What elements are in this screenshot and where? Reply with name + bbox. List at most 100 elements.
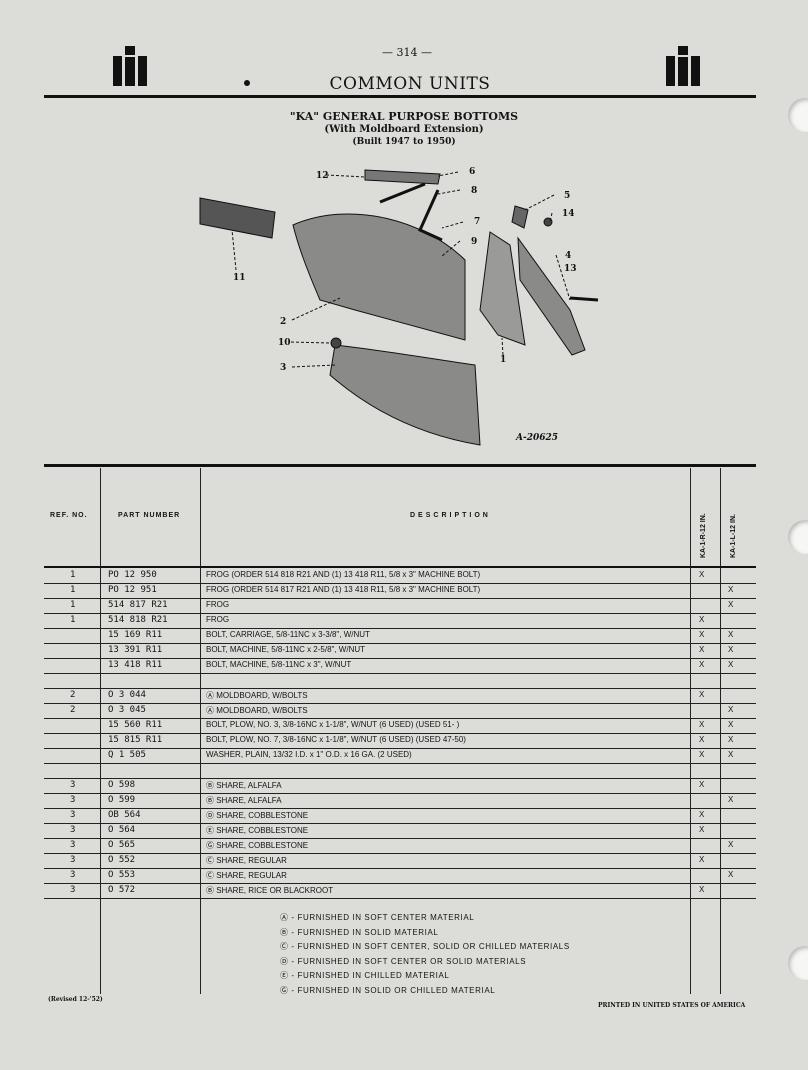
printed-note: PRINTED IN UNITED STATES OF AMERICA	[598, 1002, 746, 1009]
cell-b: X	[728, 660, 734, 669]
cell-part: O 572	[108, 885, 136, 895]
cell-desc: Ⓓ SHARE, COBBLESTONE	[206, 811, 309, 820]
callout-label: 8	[471, 186, 477, 196]
cell-b: X	[728, 720, 734, 729]
ih-logo-right	[666, 46, 700, 86]
legend-item: Ⓑ - FURNISHED IN SOLID MATERIAL	[280, 927, 439, 937]
cell-a: X	[699, 885, 705, 894]
callout-label: 4	[565, 251, 571, 261]
punch-hole	[788, 520, 808, 554]
section-subtitle: (With Moldboard Extension)	[324, 124, 484, 135]
table-row: 1 PO 12 950 FROG (ORDER 514 818 R21 AND (1…	[44, 568, 756, 584]
cell-ref: 1	[70, 570, 76, 580]
col-header-description: DESCRIPTION	[410, 512, 491, 519]
cell-part: O 598	[108, 780, 136, 790]
cell-desc: BOLT, MACHINE, 5/8-11NC x 3", W/NUT	[206, 660, 352, 669]
cell-b: X	[728, 705, 734, 714]
callout-label: 11	[233, 273, 246, 283]
ih-logo-left	[113, 46, 147, 86]
cell-desc: Ⓑ SHARE, ALFALFA	[206, 796, 282, 805]
cell-desc: Ⓖ SHARE, COBBLESTONE	[206, 841, 309, 850]
cell-desc: WASHER, PLAIN, 13/32 I.D. x 1" O.D. x 16…	[206, 750, 412, 759]
cell-a: X	[699, 660, 705, 669]
legend-item: Ⓒ - FURNISHED IN SOFT CENTER, SOLID OR C…	[280, 942, 570, 951]
cell-a: X	[699, 720, 705, 729]
col-header-ka1l: KA-1-L-12 IN.	[730, 514, 737, 558]
cell-desc: BOLT, PLOW, NO. 7, 3/8-16NC x 1-1/8", W/…	[206, 735, 466, 744]
cell-b: X	[728, 585, 734, 594]
cell-part: 15 169 R11	[108, 630, 163, 640]
punch-hole	[788, 98, 808, 132]
cell-part: O 564	[108, 825, 136, 835]
callout-label: 3	[280, 363, 286, 373]
punch-hole	[788, 946, 808, 980]
cell-ref: 2	[70, 705, 76, 715]
table-row: 13 418 R11 BOLT, MACHINE, 5/8-11NC x 3", …	[44, 658, 756, 674]
cell-desc: Ⓔ SHARE, COBBLESTONE	[206, 826, 309, 835]
cell-ref: 3	[70, 810, 76, 820]
table-row: 15 815 R11 BOLT, PLOW, NO. 7, 3/8-16NC x …	[44, 733, 756, 749]
table-top-rule	[44, 464, 756, 467]
table-row: 15 169 R11 BOLT, CARRIAGE, 5/8-11NC x 3-3…	[44, 628, 756, 644]
cell-ref: 3	[70, 825, 76, 835]
cell-desc: Ⓒ SHARE, REGULAR	[206, 856, 287, 865]
cell-desc: BOLT, CARRIAGE, 5/8-11NC x 3-3/8", W/NUT	[206, 630, 370, 639]
table-row: 3 O 598 Ⓑ SHARE, ALFALFA X	[44, 778, 756, 794]
cell-part: O 553	[108, 870, 136, 880]
cell-ref: 3	[70, 780, 76, 790]
legend-item: Ⓓ - FURNISHED IN SOFT CENTER OR SOLID MA…	[280, 956, 527, 966]
col-header-part: PART NUMBER	[118, 512, 181, 519]
callout-label: 9	[471, 237, 477, 247]
table-row	[44, 673, 756, 689]
cell-ref: 3	[70, 855, 76, 865]
cell-part: 15 815 R11	[108, 735, 163, 745]
cell-part: O 3 044	[108, 690, 146, 700]
cell-a: X	[699, 780, 705, 789]
cell-ref: 3	[70, 870, 76, 880]
cell-ref: 1	[70, 615, 76, 625]
legend-item: Ⓐ - FURNISHED IN SOFT CENTER MATERIAL	[280, 913, 475, 922]
cell-a: X	[699, 855, 705, 864]
cell-a: X	[699, 735, 705, 744]
cell-b: X	[728, 630, 734, 639]
col-header-ref: REF. NO.	[50, 512, 88, 519]
cell-b: X	[728, 840, 734, 849]
exploded-parts-diagram: 12 6 8 5 14 7 9 4 13 11 2 10 1 3 A-20625	[199, 167, 599, 446]
cell-desc: Ⓒ SHARE, REGULAR	[206, 871, 287, 880]
cell-a: X	[699, 570, 705, 579]
cell-part: PO 12 951	[108, 585, 157, 595]
cell-part: 514 817 R21	[108, 600, 168, 610]
cell-part: 13 391 R11	[108, 645, 163, 655]
cell-part: O 565	[108, 840, 136, 850]
cell-desc: Ⓑ SHARE, ALFALFA	[206, 781, 282, 790]
callout-label: 6	[469, 167, 475, 177]
cell-desc: FROG (ORDER 514 818 R21 AND (1) 13 418 R…	[206, 570, 481, 579]
cell-part: PO 12 950	[108, 570, 157, 580]
callout-label: 5	[564, 191, 570, 201]
page-number: — 314 —	[382, 46, 432, 59]
col-header-ka1r: KA-1-R-12 IN.	[700, 513, 707, 558]
cell-part: O 3 045	[108, 705, 146, 715]
cell-a: X	[699, 630, 705, 639]
callout-label: 12	[316, 171, 329, 181]
callout-label: 1	[500, 355, 506, 365]
cell-part: 13 418 R11	[108, 660, 163, 670]
table-row: 2 O 3 045 Ⓐ MOLDBOARD, W/BOLTS X	[44, 703, 756, 719]
cell-desc: Ⓐ MOLDBOARD, W/BOLTS	[206, 691, 308, 700]
cell-a: X	[699, 750, 705, 759]
cell-desc: Ⓐ MOLDBOARD, W/BOLTS	[206, 706, 308, 715]
cell-part: 514 818 R21	[108, 615, 168, 625]
cell-part: 15 560 R11	[108, 720, 163, 730]
